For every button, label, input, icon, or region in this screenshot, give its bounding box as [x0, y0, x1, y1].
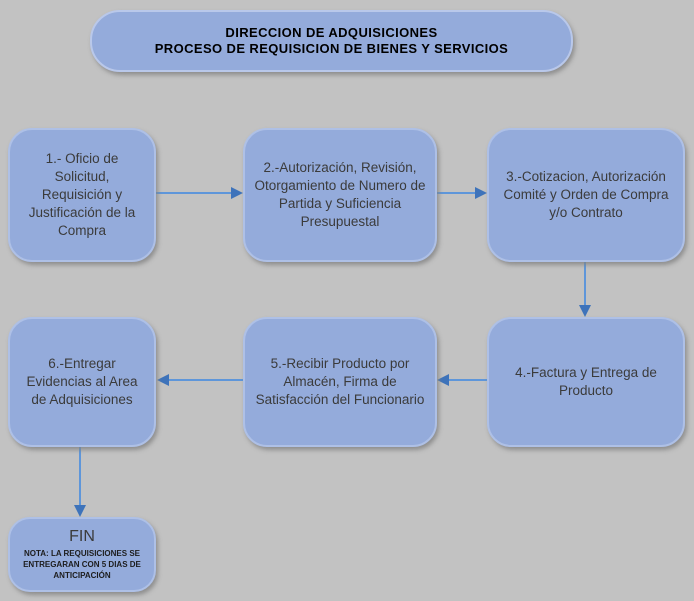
flow-node-step1: 1.- Oficio de Solicitud, Requisición y J…	[8, 128, 156, 262]
flow-node-step6: 6.-Entregar Evidencias al Area de Adquis…	[8, 317, 156, 447]
fin-note: NOTA: LA REQUISICIONES SE ENTREGARAN CON…	[23, 549, 141, 580]
flow-node-step5: 5.-Recibir Producto por Almacén, Firma d…	[243, 317, 437, 447]
flow-node-step4-label: 4.-Factura y Entrega de Producto	[515, 365, 657, 398]
arrow-step6-to-fin	[74, 447, 86, 517]
flow-node-step3-label: 3.-Cotizacion, Autorización Comité y Ord…	[503, 169, 669, 220]
arrow-step2-to-step3	[437, 187, 487, 199]
arrow-step1-to-step2	[156, 187, 243, 199]
flow-node-step2: 2.-Autorización, Revisión, Otorgamiento …	[243, 128, 437, 262]
fin-label: FIN	[69, 528, 95, 545]
flow-node-fin: FIN NOTA: LA REQUISICIONES SE ENTREGARAN…	[8, 517, 156, 592]
flow-node-step4: 4.-Factura y Entrega de Producto	[487, 317, 685, 447]
flow-node-step6-label: 6.-Entregar Evidencias al Area de Adquis…	[26, 356, 138, 407]
arrow-step5-to-step6	[157, 374, 243, 386]
diagram-title-box: DIRECCION DE ADQUISICIONES PROCESO DE RE…	[90, 10, 573, 72]
diagram-title-line2: PROCESO DE REQUISICION DE BIENES Y SERVI…	[154, 41, 509, 56]
arrow-step3-to-step4	[579, 262, 591, 317]
diagram-title-line1: DIRECCION DE ADQUISICIONES	[225, 25, 438, 40]
flow-node-step5-label: 5.-Recibir Producto por Almacén, Firma d…	[255, 356, 425, 407]
flow-node-step2-label: 2.-Autorización, Revisión, Otorgamiento …	[254, 160, 426, 229]
arrow-step4-to-step5	[437, 374, 487, 386]
flow-node-step1-label: 1.- Oficio de Solicitud, Requisición y J…	[28, 151, 136, 238]
flow-node-step3: 3.-Cotizacion, Autorización Comité y Ord…	[487, 128, 685, 262]
